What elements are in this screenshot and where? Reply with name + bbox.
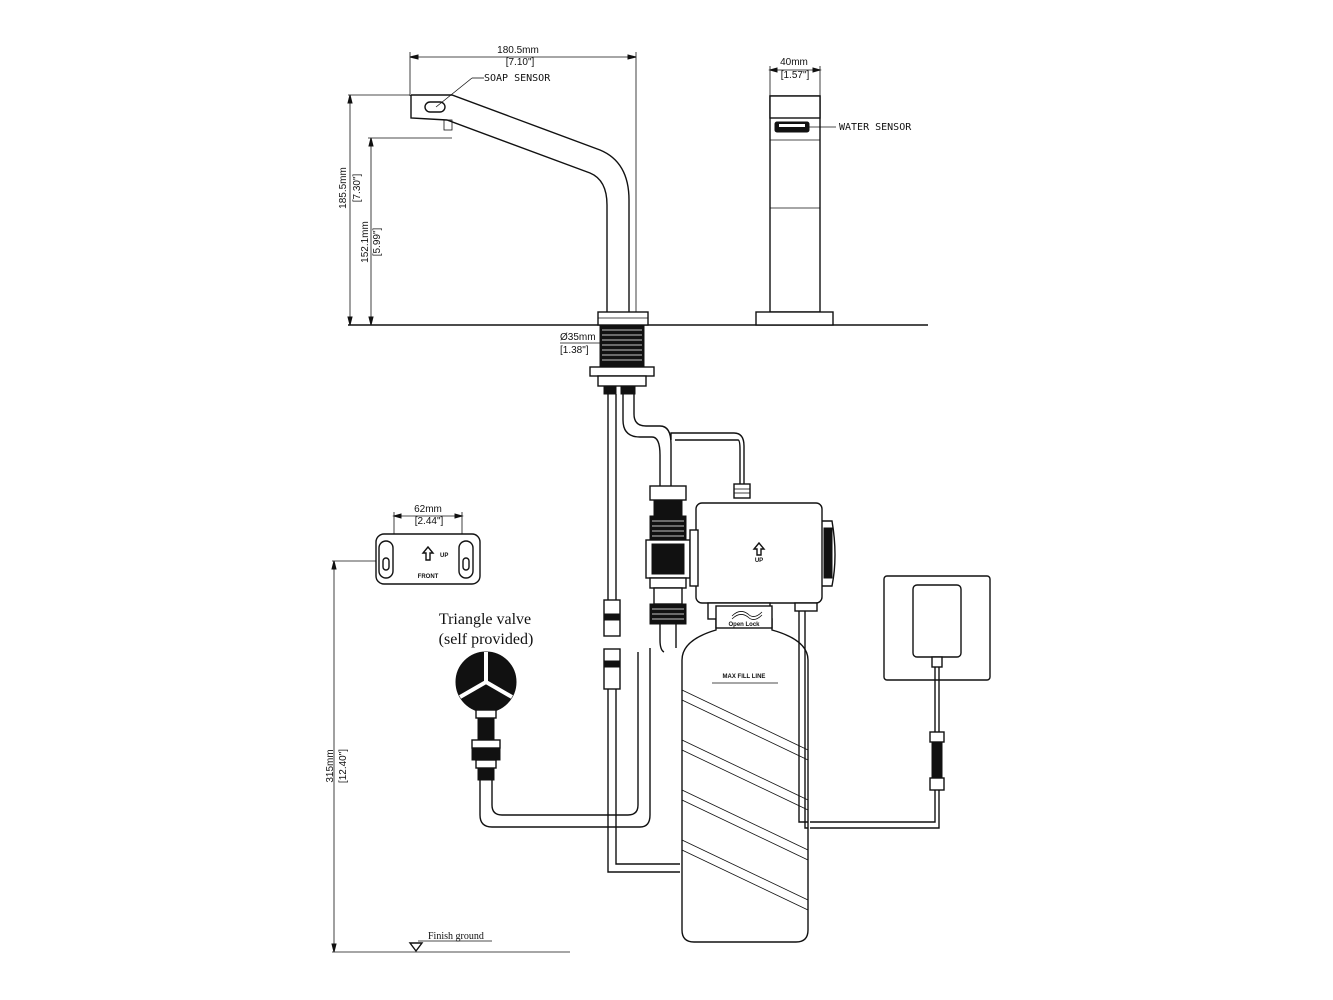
bracket-width-in: [2.44"] xyxy=(415,516,444,527)
triangle-valve-label-2: (self provided) xyxy=(439,631,534,648)
body-width-mm: 40mm xyxy=(780,57,808,68)
lock-icon xyxy=(731,611,763,620)
mounting-shank xyxy=(589,324,655,395)
shank-dia-in: [1.38"] xyxy=(560,345,589,356)
soap-sensor-label: SOAP SENSOR xyxy=(484,73,551,84)
shank-dia-mm: Ø35mm xyxy=(560,332,596,343)
bracket-up-label: UP xyxy=(440,553,448,559)
shank-diameter-dimension: Ø35mm [1.38"] xyxy=(560,332,600,356)
power-adapter xyxy=(798,575,991,829)
soap-sensor-window xyxy=(424,101,446,113)
soap-spout xyxy=(410,94,649,326)
outlet-height-dimension: 152.1mm [5.99"] xyxy=(360,137,452,326)
finish-ground: Finish ground xyxy=(332,931,570,953)
soap-bottle: Open Lock MAX FILL LINE xyxy=(681,605,809,943)
max-fill-label: MAX FILL LINE xyxy=(723,674,766,680)
wall-bracket: UP FRONT xyxy=(375,533,481,585)
bracket-width-dimension: 62mm [2.44"] xyxy=(392,504,464,534)
install-height-in: [12.40"] xyxy=(338,749,349,783)
spout-width-dimension: 180.5mm [7.10"] xyxy=(409,45,637,312)
control-box-up-label: UP xyxy=(755,558,763,564)
spout-height-mm: 185.5mm xyxy=(338,167,349,209)
spout-width-mm: 180.5mm xyxy=(497,45,539,56)
water-hose xyxy=(622,394,672,486)
outlet-height-mm: 152.1mm xyxy=(360,221,371,263)
spout-width-in: [7.10"] xyxy=(506,57,535,68)
body-width-in: [1.57"] xyxy=(781,70,810,81)
spout-height-in: [7.30"] xyxy=(352,173,363,202)
soap-cable xyxy=(603,394,680,873)
install-height-mm: 315mm xyxy=(325,749,336,782)
bracket-up-arrow-icon xyxy=(421,545,435,561)
triangle-valve-knob-icon xyxy=(455,651,517,713)
water-sensor-callout: WATER SENSOR xyxy=(808,122,912,133)
sensor-cable-top xyxy=(670,432,751,499)
open-lock-label: Open Lock xyxy=(728,622,760,628)
spout-height-dimension: 185.5mm [7.30"] xyxy=(338,94,410,326)
bracket-width-mm: 62mm xyxy=(414,504,442,515)
soap-sensor-callout: SOAP SENSOR xyxy=(435,73,551,108)
triangle-valve xyxy=(455,648,651,828)
finish-ground-label: Finish ground xyxy=(428,931,484,942)
water-faucet-body xyxy=(755,95,834,326)
triangle-valve-label-1: Triangle valve xyxy=(439,611,531,628)
ground-marker-icon xyxy=(408,942,424,953)
solenoid-valve-assembly xyxy=(645,485,691,653)
up-arrow-icon xyxy=(752,541,766,556)
install-height-dimension: 315mm [12.40"] xyxy=(325,560,376,953)
body-width-dimension: 40mm [1.57"] xyxy=(768,57,822,96)
water-sensor-label: WATER SENSOR xyxy=(839,122,912,133)
bracket-front-label: FRONT xyxy=(418,574,439,580)
control-box: UP xyxy=(689,502,836,620)
outlet-height-in: [5.99"] xyxy=(372,227,383,256)
